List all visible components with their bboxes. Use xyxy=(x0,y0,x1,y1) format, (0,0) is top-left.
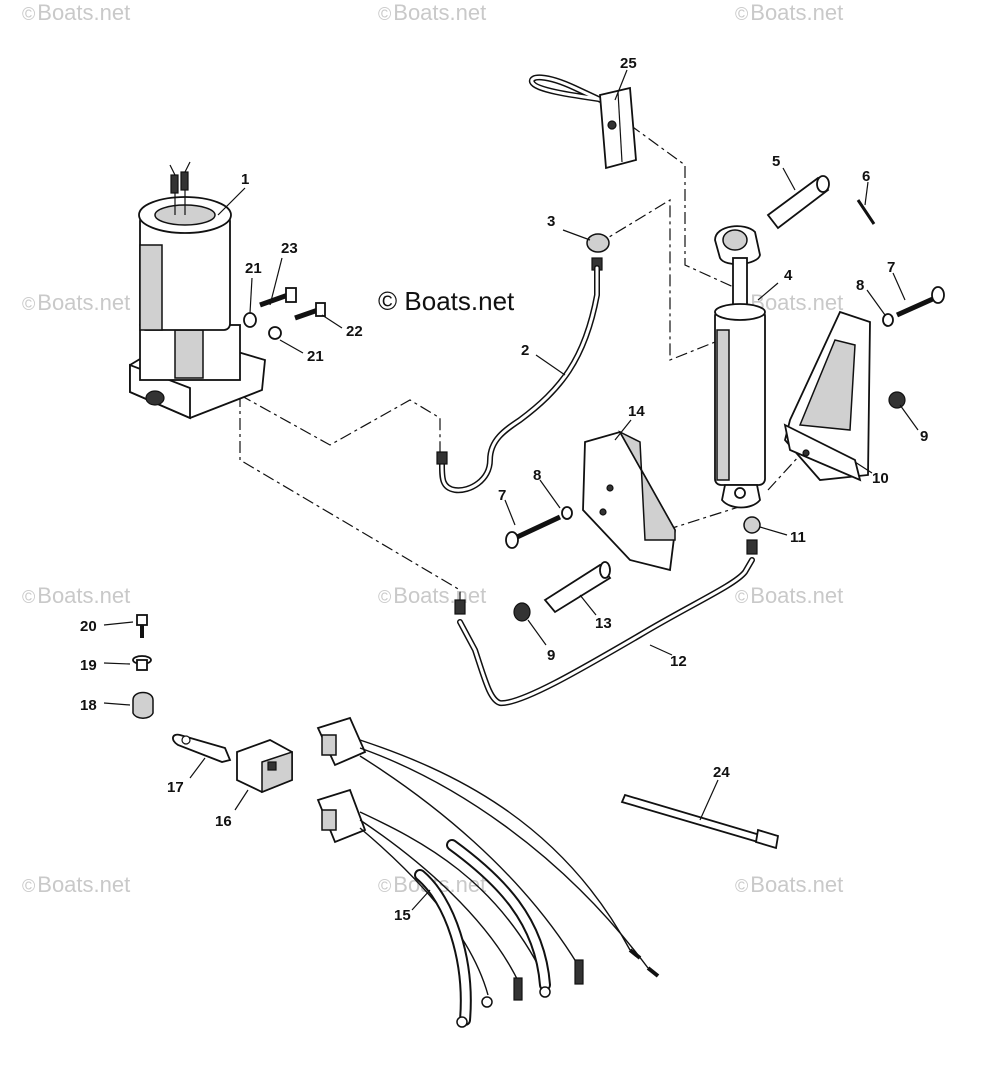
pivot-pin-5 xyxy=(766,175,830,230)
transom-bracket-10 xyxy=(783,310,871,482)
callout-4: 4 xyxy=(784,267,793,284)
callout-25: 25 xyxy=(620,55,637,72)
callout-3: 3 xyxy=(547,213,555,230)
callout-23: 23 xyxy=(281,240,298,257)
hose-fitting-3 xyxy=(586,233,610,271)
mounting-bracket-25 xyxy=(528,74,637,170)
callout-24: 24 xyxy=(713,764,730,781)
washer-21-upper xyxy=(243,312,257,328)
callout-8-upper: 8 xyxy=(856,277,864,294)
callout-10: 10 xyxy=(872,470,889,487)
watermark-top-right: ©Boats.net xyxy=(735,0,844,25)
watermark-lower-center: ©Boats.net xyxy=(378,583,487,608)
transom-bracket-14 xyxy=(582,430,676,572)
nut-9-lower xyxy=(513,602,531,622)
washer-8-upper xyxy=(882,313,894,327)
trim-cylinder-4 xyxy=(714,225,766,509)
callout-7-upper: 7 xyxy=(887,259,895,276)
watermark-bottom-left: ©Boats.net xyxy=(22,872,131,897)
watermark-bottom-right: ©Boats.net xyxy=(735,872,844,897)
callout-15: 15 xyxy=(394,907,411,924)
watermark-top-center: ©Boats.net xyxy=(378,0,487,25)
grommet-19 xyxy=(132,655,152,671)
bolt-22 xyxy=(294,302,326,321)
screw-20 xyxy=(136,614,148,638)
callout-19: 19 xyxy=(80,657,97,674)
callout-11: 11 xyxy=(790,529,806,546)
watermark-mid-left: ©Boats.net xyxy=(22,290,131,315)
callout-22: 22 xyxy=(346,323,363,340)
callout-9-lower: 9 xyxy=(547,647,555,664)
callout-20: 20 xyxy=(80,618,97,635)
trim-pump-motor xyxy=(129,161,266,420)
callout-5: 5 xyxy=(772,153,780,170)
cotter-pin-6 xyxy=(856,199,876,225)
callout-7-lower: 7 xyxy=(498,487,506,504)
callout-8-lower: 8 xyxy=(533,467,541,484)
hydraulic-hose-2 xyxy=(436,265,600,494)
nut-9-upper xyxy=(888,391,906,409)
bolt-7-lower xyxy=(505,514,562,549)
wiring-harness-15 xyxy=(316,716,660,1028)
cable-tie-24 xyxy=(620,793,780,850)
bolt-23 xyxy=(259,287,297,308)
callout-14: 14 xyxy=(628,403,645,420)
callout-16: 16 xyxy=(215,813,232,830)
leader-lines xyxy=(103,69,919,911)
hydraulic-hose-12 xyxy=(454,539,758,707)
anchor-pin-13 xyxy=(543,561,612,614)
assembly-guide-lines xyxy=(239,124,801,605)
connector-block-16 xyxy=(236,739,293,794)
watermark-lower-right: ©Boats.net xyxy=(735,583,844,608)
callout-6: 6 xyxy=(862,168,870,185)
washer-8-lower xyxy=(561,506,573,520)
watermark-top-left: ©Boats.net xyxy=(22,0,131,25)
callout-1: 1 xyxy=(241,171,249,188)
washer-21-lower xyxy=(268,326,282,340)
callout-13: 13 xyxy=(595,615,612,632)
callout-labels: 1 2 3 4 5 6 7 7 8 8 9 9 10 11 12 13 14 1… xyxy=(80,55,928,924)
callout-9-upper: 9 xyxy=(920,428,928,445)
callout-17: 17 xyxy=(167,779,184,796)
callout-2: 2 xyxy=(521,342,529,359)
callout-21-lower: 21 xyxy=(307,348,324,365)
watermark-lower-left: ©Boats.net xyxy=(22,583,131,608)
retainer-clip-17 xyxy=(172,733,232,763)
bolt-7-upper xyxy=(895,286,945,318)
callout-12: 12 xyxy=(670,653,687,670)
cap-18 xyxy=(132,691,154,719)
brand-mark: © Boats.net xyxy=(378,286,515,316)
callout-21-upper: 21 xyxy=(245,260,262,277)
fitting-11 xyxy=(743,516,761,534)
callout-18: 18 xyxy=(80,697,97,714)
